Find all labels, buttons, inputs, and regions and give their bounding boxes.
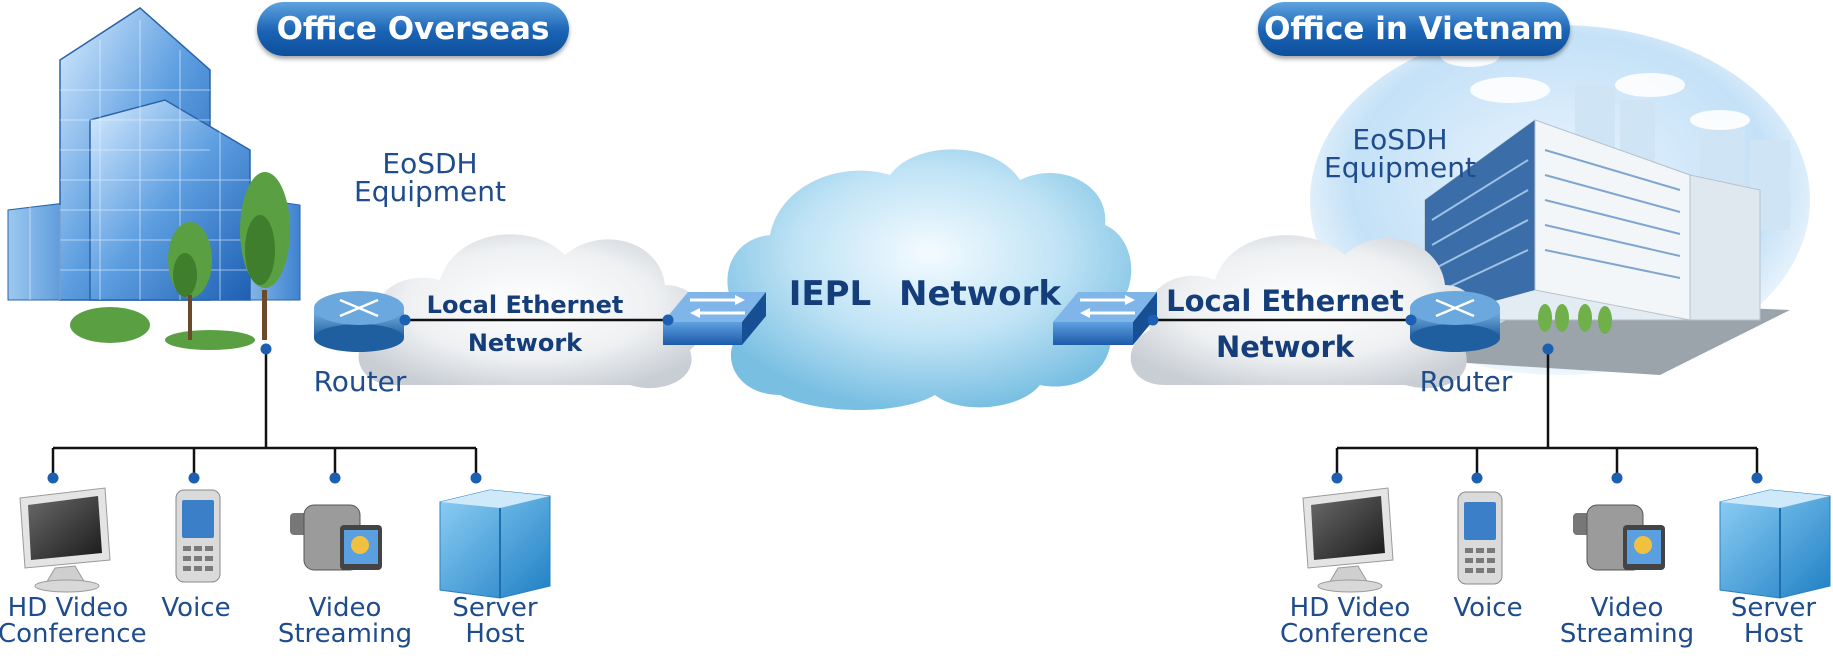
left-monitor-icon [19, 487, 111, 593]
office-vietnam-title: Office in Vietnam [1258, 2, 1570, 56]
office-overseas-title: Office Overseas [257, 2, 569, 56]
iepl-label: IEPL [788, 274, 872, 314]
left-server-icon [439, 489, 551, 599]
network-links [51, 318, 1759, 478]
right-monitor-icon [1302, 487, 1394, 593]
iepl-core-cloud [727, 149, 1132, 410]
office-overseas-building-illustration [7, 7, 301, 350]
left-mobile-phone-icon [175, 489, 221, 583]
right-router-label: Router [1419, 365, 1513, 398]
left-voice-label: Voice [161, 593, 231, 623]
left-switch-icon [663, 292, 766, 345]
left-router-label: Router [313, 365, 407, 398]
right-lan-cloud [1130, 235, 1479, 389]
right-router-icon [1410, 291, 1500, 352]
right-video-camera-icon [1573, 504, 1665, 571]
left-lan-cloud [358, 234, 704, 389]
left-video-camera-icon [290, 504, 382, 571]
right-server-icon [1719, 489, 1831, 599]
left-router-icon [314, 291, 404, 352]
right-switch-icon [1053, 292, 1157, 345]
network-label: Network [899, 274, 1061, 314]
connection-nodes [47, 314, 1763, 484]
right-voice-label: Voice [1453, 593, 1523, 623]
right-mobile-phone-icon [1457, 491, 1503, 585]
